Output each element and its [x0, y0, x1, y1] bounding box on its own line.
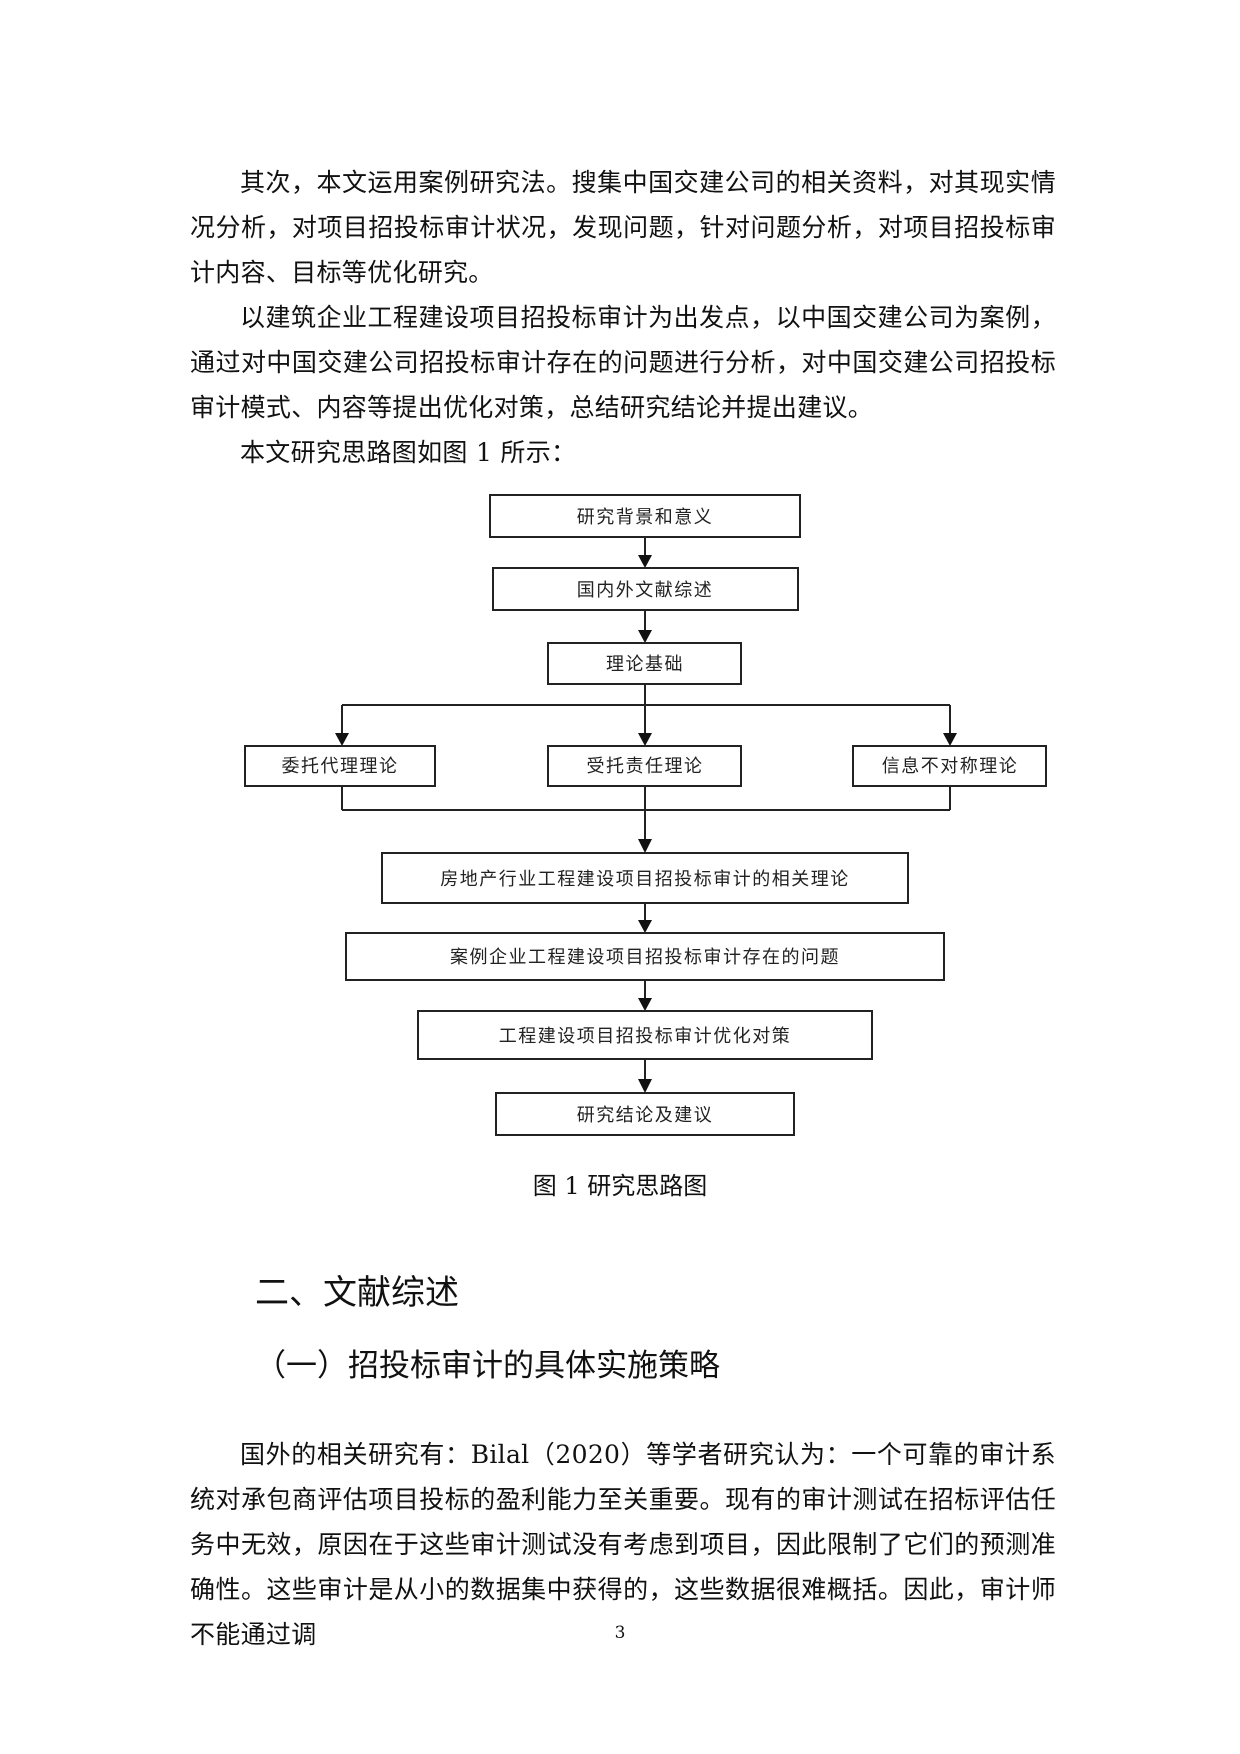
flow-box-fiduciary-label: 受托责任理论 — [587, 756, 704, 777]
flow-box-principal-agent-label: 委托代理理论 — [282, 756, 399, 777]
flow-box-information-asymmetry: 信息不对称理论 — [852, 745, 1047, 787]
arrow-icon — [943, 733, 957, 746]
page-number: 3 — [614, 1623, 626, 1643]
arrow-icon — [638, 555, 652, 568]
arrow-icon — [638, 998, 652, 1011]
flow-box-theory-basis-label: 理论基础 — [606, 654, 684, 675]
arrow-icon — [638, 1079, 652, 1093]
flow-box-theory-basis: 理论基础 — [547, 642, 742, 685]
figure-caption: 图 1 研究思路图 — [532, 1172, 708, 1200]
body-paragraph-literature: 国外的相关研究有：Bilal（2020）等学者研究认为：一个可靠的审计系统对承包… — [190, 1440, 1056, 1649]
flow-box-information-asymmetry-label: 信息不对称理论 — [882, 756, 1019, 777]
flow-box-conclusion: 研究结论及建议 — [495, 1092, 795, 1136]
flow-box-case-problems-label: 案例企业工程建设项目招投标审计存在的问题 — [450, 947, 840, 968]
intro-paragraph-figure-reference: 本文研究思路图如图 1 所示： — [240, 438, 577, 467]
flow-box-related-theory-label: 房地产行业工程建设项目招投标审计的相关理论 — [440, 869, 850, 890]
flow-box-case-problems: 案例企业工程建设项目招投标审计存在的问题 — [345, 932, 945, 981]
arrow-icon — [335, 733, 349, 746]
flow-box-optimization: 工程建设项目招投标审计优化对策 — [417, 1010, 873, 1060]
flow-box-background-label: 研究背景和意义 — [577, 507, 714, 528]
flow-box-literature: 国内外文献综述 — [492, 567, 799, 611]
flow-box-conclusion-label: 研究结论及建议 — [577, 1105, 714, 1126]
intro-paragraph-starting-point: 以建筑企业工程建设项目招投标审计为出发点，以中国交建公司为案例，通过对中国交建公… — [190, 303, 1056, 422]
section-heading: 二、文献综述 — [255, 1273, 459, 1313]
subsection-heading: （一）招投标审计的具体实施策略 — [255, 1348, 720, 1384]
research-roadmap-flowchart: 研究背景和意义 国内外文献综述 理论基础 委托代理理论 受托责任理论 信息不对称… — [244, 494, 1047, 1136]
flow-box-optimization-label: 工程建设项目招投标审计优化对策 — [499, 1026, 792, 1047]
arrow-icon — [638, 733, 652, 746]
arrow-icon — [638, 839, 652, 853]
flow-box-literature-label: 国内外文献综述 — [577, 580, 714, 601]
arrow-icon — [638, 920, 652, 933]
flow-box-related-theory: 房地产行业工程建设项目招投标审计的相关理论 — [381, 852, 909, 904]
flow-box-principal-agent: 委托代理理论 — [244, 745, 436, 787]
intro-paragraph-research-method: 其次，本文运用案例研究法。搜集中国交建公司的相关资料，对其现实情况分析，对项目招… — [190, 168, 1056, 287]
flow-box-fiduciary-responsibility: 受托责任理论 — [547, 745, 742, 787]
arrow-icon — [638, 630, 652, 643]
flow-box-background: 研究背景和意义 — [489, 494, 801, 538]
